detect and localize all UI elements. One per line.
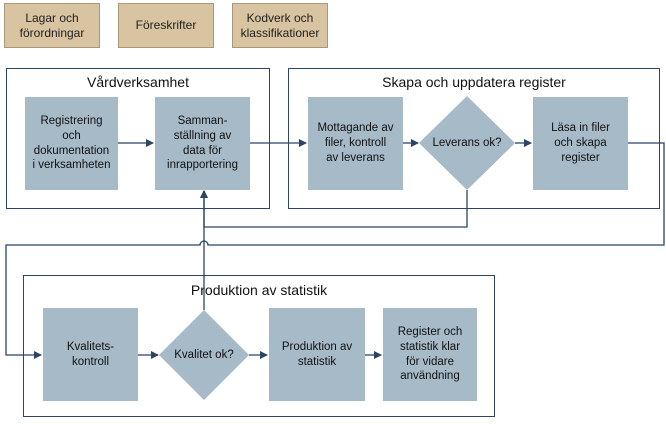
group-care: Vårdverksamhet xyxy=(6,68,270,209)
decision-quality-ok-label: Kvalitet ok? xyxy=(174,349,234,361)
node-registration: Registrering och dokumentation i verksam… xyxy=(25,97,118,190)
group-statistics-title: Produktion av statistik xyxy=(190,282,328,298)
node-load-files: Läsa in filer och skapa register xyxy=(533,97,628,190)
group-register: Skapa och uppdatera register xyxy=(288,68,660,209)
decision-delivery-ok-label: Leverans ok? xyxy=(432,137,502,149)
node-compilation: Samman- ställning av data för inrapporte… xyxy=(155,97,250,190)
arrow-delivery-reject-to-compilation xyxy=(200,190,468,228)
legend-codes: Kodverk och klassifikationer xyxy=(232,3,328,48)
node-quality-control: Kvalitets- kontroll xyxy=(43,308,138,401)
legend-regulations: Föreskrifter xyxy=(118,3,214,48)
decision-delivery-ok xyxy=(419,96,515,190)
node-produce-stats: Produktion av statistik xyxy=(269,308,365,401)
node-receiving: Mottagande av filer, kontroll av leveran… xyxy=(308,97,403,190)
decision-quality-ok xyxy=(159,310,249,400)
node-ready: Register och statistik klar för vidare a… xyxy=(383,308,477,401)
group-statistics: Produktion av statistik xyxy=(23,275,495,417)
group-register-title: Skapa och uppdatera register xyxy=(382,74,566,90)
group-care-title: Vårdverksamhet xyxy=(87,74,189,90)
legend-laws: Lagar och förordningar xyxy=(4,3,100,48)
